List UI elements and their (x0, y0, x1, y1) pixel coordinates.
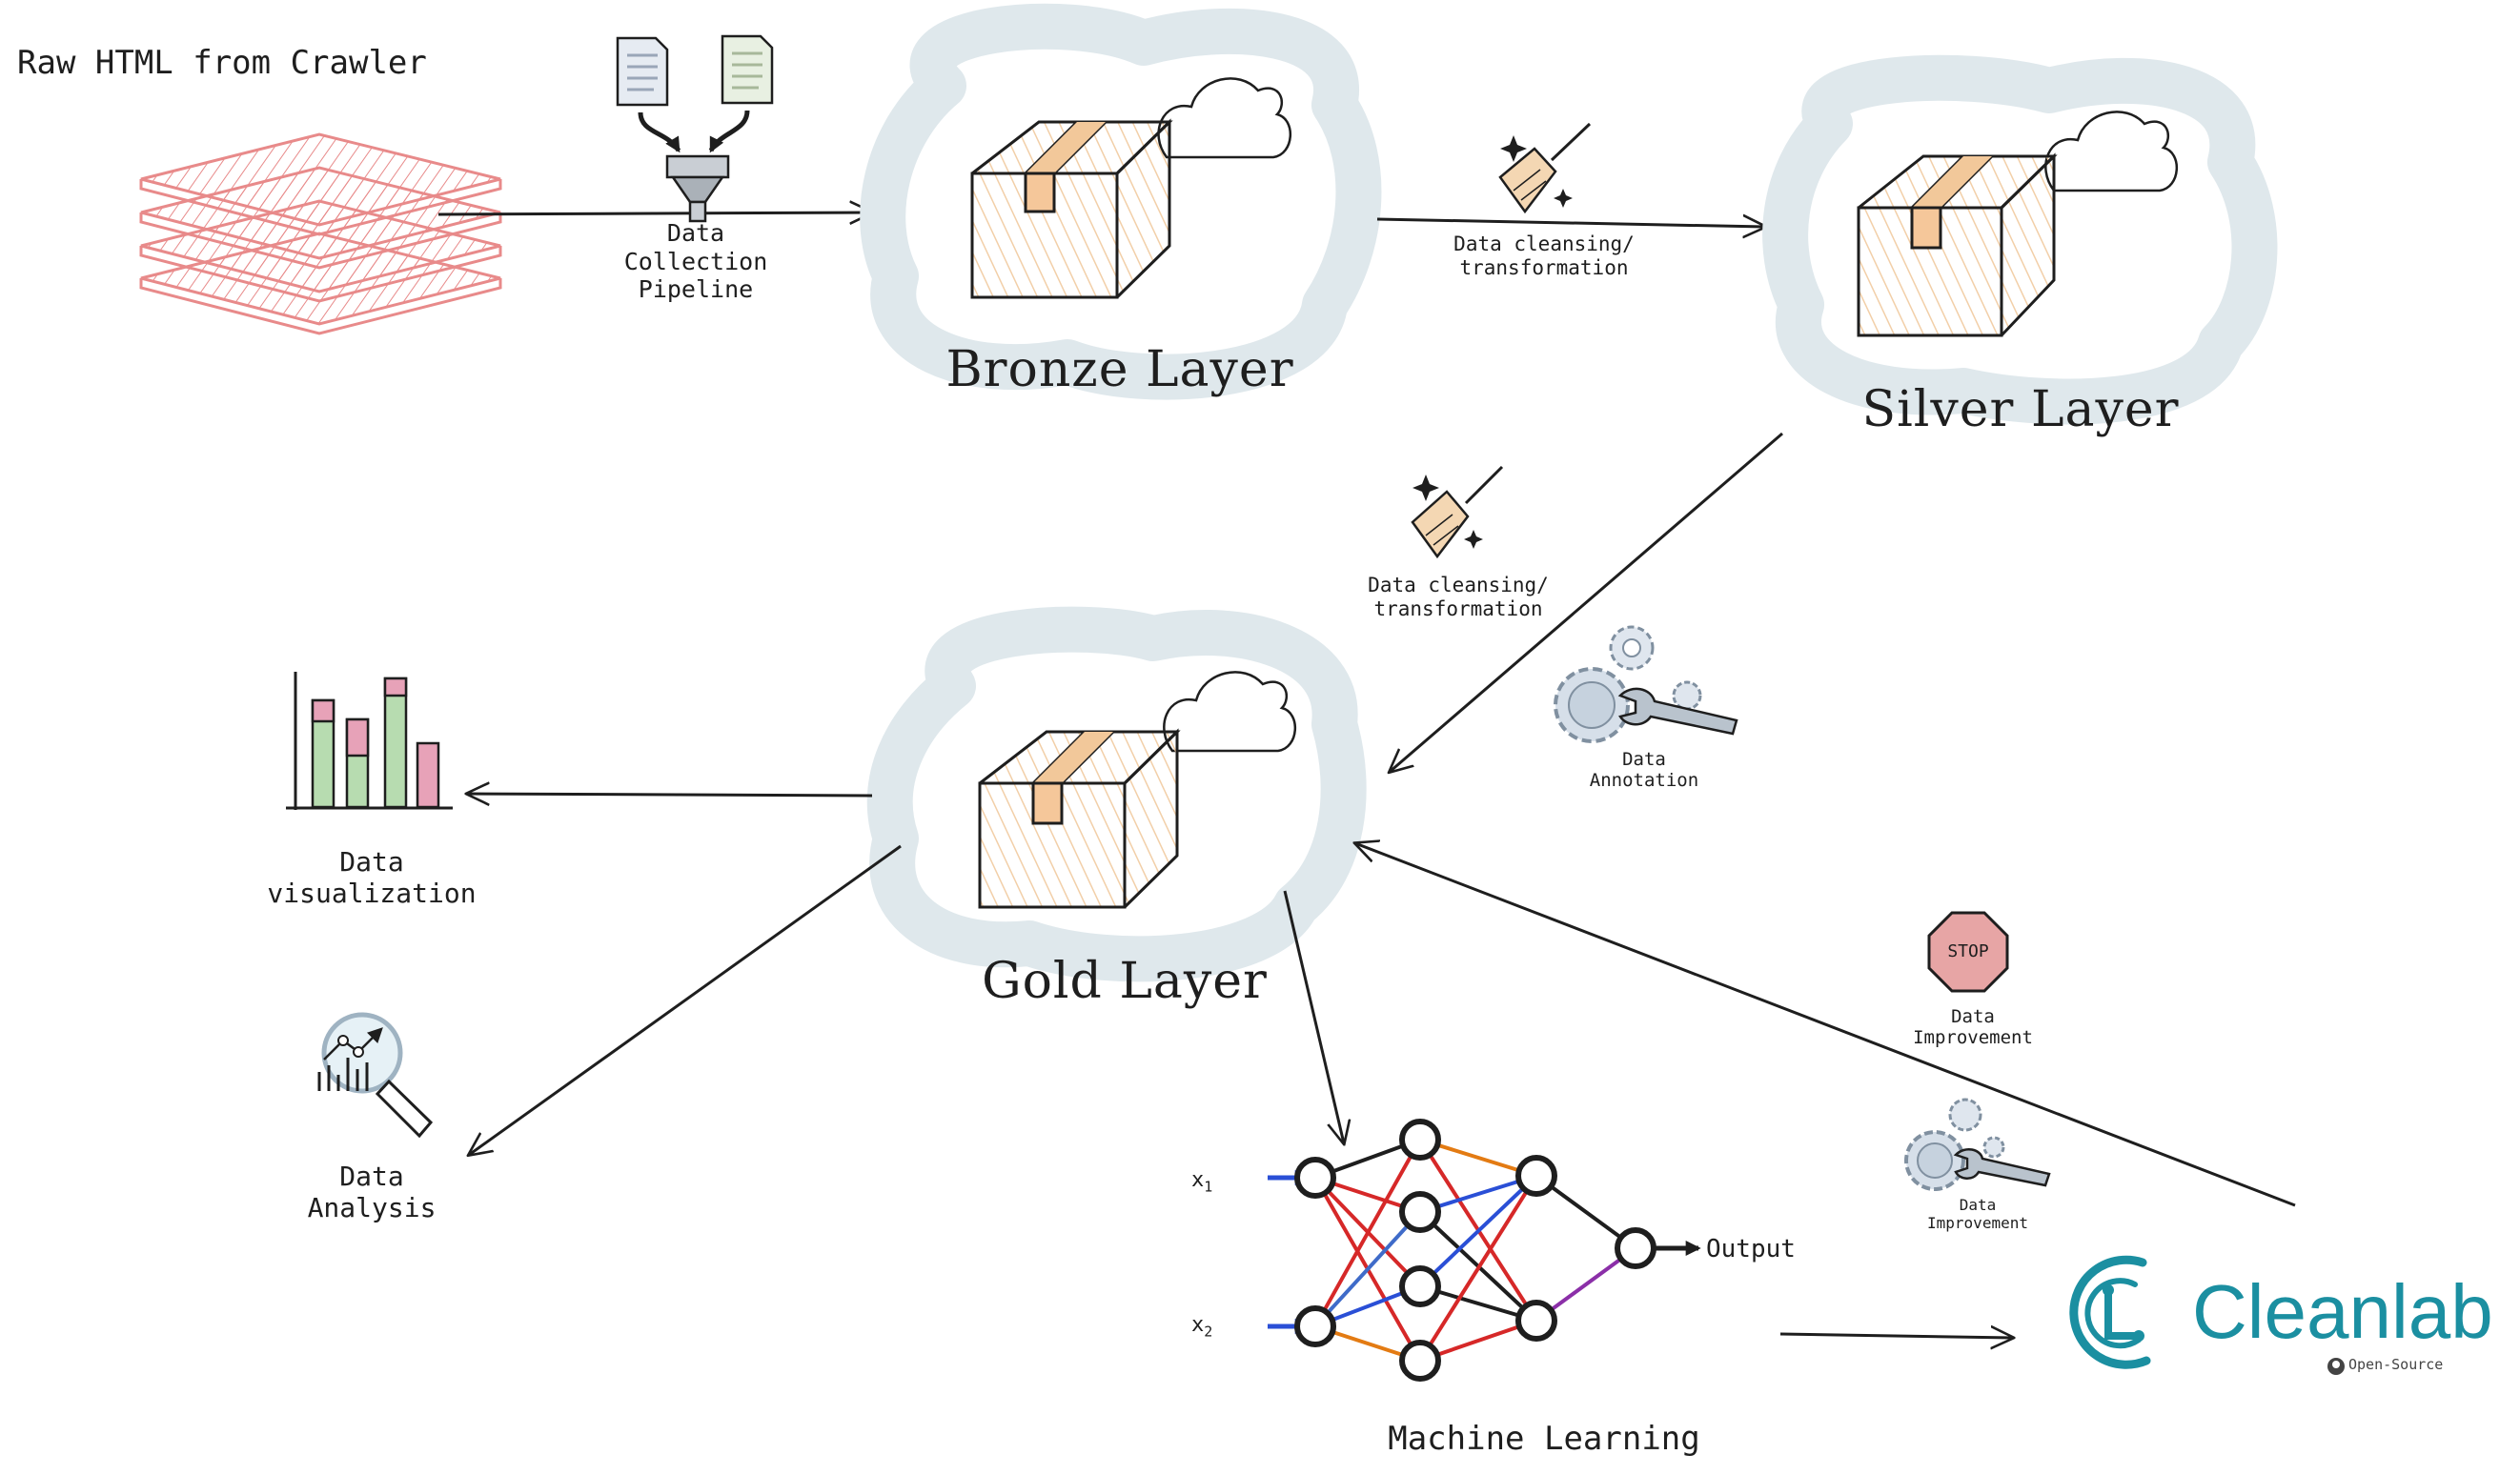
arrow-gold-to-analysis (469, 844, 902, 1155)
bar-3-top (383, 677, 408, 697)
bar-3 (383, 677, 408, 809)
cloud-icon (1157, 77, 1292, 159)
raw-html-label: Raw HTML from Crawler (17, 44, 427, 82)
visualization-label-line: visualization (267, 878, 477, 910)
collection-label-line: Collection (623, 247, 768, 275)
document-icon (721, 34, 774, 105)
cleansing-label-line: transformation (1373, 596, 1543, 620)
raw-html-stack (139, 132, 502, 335)
nn-input-node (1294, 1305, 1336, 1347)
nn-input-node (1294, 1157, 1336, 1199)
gold-cloud-halo (866, 606, 1367, 982)
funnel-icon (665, 154, 730, 223)
arrow-gold-to-visualization (467, 794, 873, 796)
collection-pipeline-label: Data Collection Pipeline (610, 219, 782, 304)
cleansing-label-line: Data cleansing/ (1368, 574, 1549, 596)
stop-sign-text: STOP (1947, 941, 1989, 961)
arrow-bronze-to-silver (1376, 219, 1765, 227)
silver-layer-title: Silver Layer (1861, 381, 2180, 438)
arrow-silver-to-gold (1390, 432, 1783, 772)
annotation-label-line: Annotation (1589, 770, 1699, 792)
broom-icon (1411, 465, 1504, 559)
x2-sub: 2 (1204, 1323, 1213, 1341)
collection-label-line: Pipeline (638, 275, 754, 303)
nn-hidden-node (1399, 1191, 1441, 1233)
gold-layer-title: Gold Layer (982, 953, 1268, 1010)
github-icon (2327, 1358, 2345, 1375)
document-icon (616, 36, 669, 107)
magnifier-chart-icon (317, 1012, 434, 1139)
box-icon (1857, 152, 2058, 337)
visualization-label: Data visualization (257, 846, 486, 909)
box-icon (978, 728, 1181, 909)
nn-output-node (1615, 1227, 1656, 1269)
bar-2-top (345, 717, 370, 758)
visualization-label-line: Data (339, 846, 404, 878)
collection-label-line: Data (666, 219, 725, 247)
funnel-inflow-right (708, 110, 750, 153)
output-label: Output (1706, 1235, 1796, 1263)
box-icon (970, 118, 1173, 299)
arrow-cleanlab-to-gold (1355, 843, 2296, 1207)
cloud-icon (1163, 671, 1297, 753)
cleansing-mid-label: Data cleansing/ transformation (1344, 574, 1573, 621)
bar-1-top (311, 698, 335, 723)
stop-sign-icon: STOP (1927, 911, 2009, 993)
funnel-inflow-left (638, 111, 681, 153)
analysis-label-line: Data (339, 1161, 404, 1192)
bar-4 (416, 741, 440, 809)
annotation-label: Data Annotation (1563, 749, 1725, 792)
nn-hidden-node (1515, 1155, 1557, 1197)
neural-network (1268, 1119, 1701, 1382)
cleanlab-logo-icon (2069, 1255, 2151, 1369)
improvement-gear-label: Data Improvement (1906, 1196, 2049, 1233)
nn-hidden-node (1399, 1340, 1441, 1382)
improvement-label-line: Data (1951, 1006, 1995, 1027)
arrow-ml-to-cleanlab (1779, 1334, 2013, 1338)
cleansing-label-line: Data cleansing/ (1453, 232, 1635, 255)
annotation-label-line: Data (1622, 749, 1666, 770)
bar-chart-icon (286, 672, 453, 810)
analysis-label-line: Analysis (307, 1192, 437, 1224)
x1-sub: 1 (1204, 1178, 1213, 1196)
improvement-stop-label: Data Improvement (1882, 1006, 2063, 1049)
input-label-x1: x1 (1191, 1168, 1230, 1196)
cleansing-label-line: transformation (1459, 255, 1629, 279)
cleansing-top-label: Data cleansing/ transformation (1430, 232, 1658, 280)
arrow-raw-to-bronze (437, 212, 872, 214)
nn-hidden-node (1399, 1265, 1441, 1307)
improvement-label-line: Improvement (1927, 1213, 2028, 1232)
gear-wrench-icon (1904, 1098, 2051, 1191)
nn-hidden-node (1399, 1119, 1441, 1161)
bronze-layer-title: Bronze Layer (945, 341, 1294, 398)
cleanlab-subtitle: Open-Source (2348, 1356, 2444, 1373)
input-label-x2: x2 (1191, 1313, 1230, 1341)
x1-var: x (1191, 1168, 1205, 1192)
cleanlab-brand: Cleanlab (2192, 1269, 2493, 1354)
x2-var: x (1191, 1313, 1205, 1337)
analysis-label: Data Analysis (286, 1161, 457, 1223)
gear-wrench-icon (1554, 625, 1738, 743)
cloud-icon (2044, 111, 2179, 192)
improvement-label-line: Improvement (1913, 1027, 2033, 1049)
machine-learning-label: Machine Learning (1388, 1420, 1700, 1458)
improvement-label-line: Data (1959, 1196, 1997, 1214)
nn-hidden-node (1515, 1300, 1557, 1342)
broom-icon (1498, 122, 1592, 214)
arrow-gold-to-ml (1283, 890, 1344, 1143)
bronze-cloud-halo (860, 3, 1382, 400)
silver-cloud-halo (1762, 54, 2278, 425)
raw-layer-1 (139, 132, 502, 236)
